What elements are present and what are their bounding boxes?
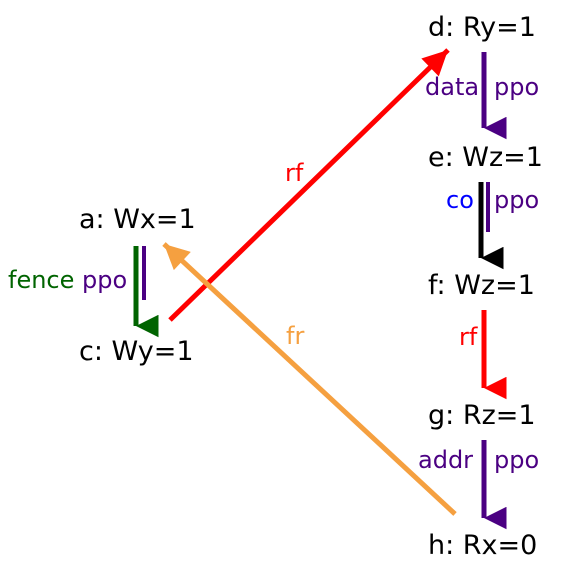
edge-c-d-arrow <box>168 48 450 322</box>
node-f: f: Wz=1 <box>428 270 535 301</box>
edge-h-a-arrow <box>162 242 457 516</box>
edge-a-c-ppo-label: ppo <box>82 266 127 294</box>
edge-d-e-data-label: data <box>425 73 479 101</box>
edge-e-f-co-label: co <box>446 186 474 214</box>
edge-h-a-fr-label: fr <box>286 322 304 350</box>
edge-g-h-ppo-label: ppo <box>494 446 539 474</box>
edge-g-h-addr-label: addr <box>418 446 473 474</box>
edge-d-e-ppo-label: ppo <box>494 73 539 101</box>
node-g: g: Rz=1 <box>428 400 536 431</box>
edge-e-f-ppo-label: ppo <box>494 186 539 214</box>
edge-c-d-rf-label: rf <box>285 159 304 187</box>
node-a: a: Wx=1 <box>79 204 196 235</box>
node-h: h: Rx=0 <box>428 530 537 561</box>
edge-f-g-rf-label: rf <box>459 323 478 351</box>
node-e: e: Wz=1 <box>428 142 543 173</box>
edge-a-c-fence-label: fence <box>8 266 74 294</box>
node-d: d: Ry=1 <box>428 12 536 43</box>
node-c: c: Wy=1 <box>79 336 194 367</box>
